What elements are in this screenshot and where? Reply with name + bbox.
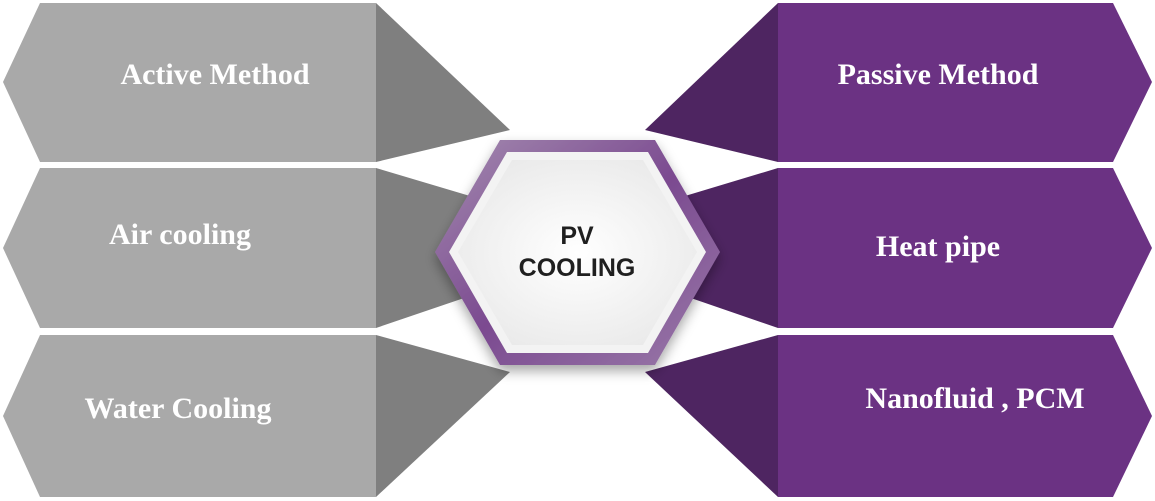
right-item-dark-face	[645, 3, 778, 162]
right-item-dark-face	[685, 168, 778, 328]
right-item-heat-pipe: Heat pipe	[685, 168, 1152, 328]
left-item-dark-face	[376, 3, 510, 162]
right-item-passive-method: Passive Method	[645, 3, 1152, 162]
right-item-nanofluid-pcm: Nanofluid , PCM	[645, 335, 1152, 497]
right-item-light-face	[778, 168, 1152, 328]
right-item-label: Passive Method	[838, 58, 1039, 91]
left-item-light-face	[3, 3, 376, 162]
right-item-dark-face	[645, 335, 778, 497]
left-item-water-cooling: Water Cooling	[3, 335, 510, 497]
left-item-dark-face	[376, 335, 510, 497]
right-column: Passive Method Heat pipe Nanofluid , PCM	[645, 3, 1152, 497]
center-hexagon	[435, 140, 720, 365]
center-hexagon-inner	[458, 160, 697, 345]
left-item-dark-face	[376, 168, 470, 328]
left-item-active-method: Active Method	[3, 3, 510, 162]
right-item-label: Nanofluid , PCM	[865, 382, 1084, 415]
center-title-line2: COOLING	[519, 254, 636, 282]
right-item-light-face	[778, 335, 1152, 497]
right-item-light-face	[778, 3, 1152, 162]
left-item-air-cooling: Air cooling	[3, 168, 470, 328]
left-item-light-face	[3, 335, 376, 497]
right-item-label: Heat pipe	[876, 230, 1000, 263]
center-title-line1: PV	[560, 222, 594, 250]
left-item-label: Air cooling	[109, 218, 251, 251]
left-item-label: Water Cooling	[85, 392, 272, 425]
left-item-light-face	[3, 168, 376, 328]
left-item-label: Active Method	[120, 58, 309, 91]
left-column: Active Method Air cooling Water Cooling	[3, 3, 510, 497]
